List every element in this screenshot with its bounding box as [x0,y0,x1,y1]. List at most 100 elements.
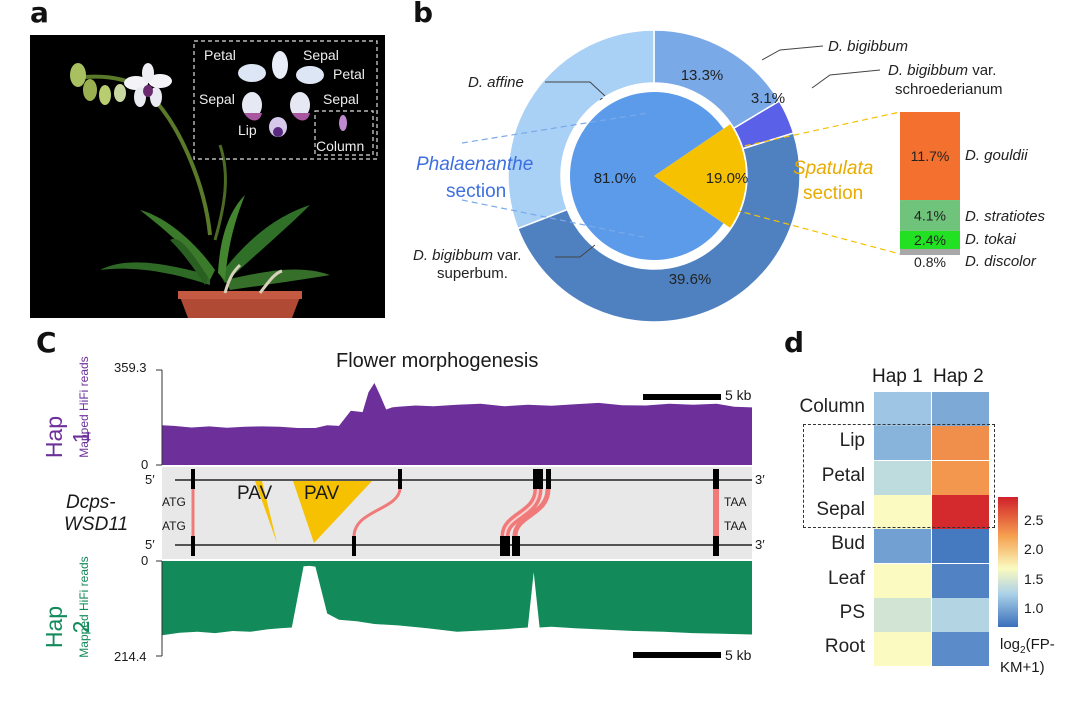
heatmap-row-label-2: Petal [821,464,865,486]
exon-hap1-5 [713,469,719,489]
taa-hap2: TAA [724,519,747,533]
hap1-ylabel: Mapped HiFi reads [77,356,91,458]
label-gouldii: D. gouldii [965,147,1028,164]
pav-label-1: PAV [237,483,273,504]
panel-label-a: a [30,0,49,29]
heatmap-cell-4-0 [874,529,931,564]
bar-segment-label-1: 4.1% [914,207,946,223]
label-petal-2: Petal [333,66,365,82]
inner-slice-label-1: 19.0% [706,170,749,187]
link-4 [512,488,551,537]
panel-label-d: d [784,326,805,359]
scalebar-hap1 [643,394,721,400]
label-petal-1: Petal [204,47,236,63]
exon-hap1-1 [191,469,195,489]
hap2-ytick-bottom: 214.4 [114,649,147,664]
gene-name-line1: Dcps- [66,492,116,513]
label-tokai: D. tokai [965,231,1016,248]
heatmap-row-label-4: Bud [831,533,865,555]
outer-slice-label-2: 39.6% [669,271,712,288]
label-lip: Lip [238,122,257,138]
heatmap-cell-3-1 [932,494,989,529]
label-sepal-3: Sepal [323,91,359,107]
heatmap-col-hap1: Hap 1 [872,366,923,387]
heatmap-cell-3-0 [874,494,931,529]
colorbar-tick-3: 1.0 [1024,600,1044,617]
label-schro-var: var. [968,62,997,79]
label-phalaenanthe: Phalaenanthe [416,154,534,175]
heatmap-cell-6-0 [874,597,931,632]
heatmap-row-label-6: PS [839,601,865,623]
heatmap-highlight-box [803,424,995,528]
heatmap-cell-1-0 [874,426,931,461]
heatmap-row-label-5: Leaf [828,567,865,589]
heatmap-cell-5-0 [874,563,931,598]
heatmap-row-label-0: Column [799,396,865,417]
cb-label-fp: (FP- [1025,636,1055,653]
hap2-ylabel: Mapped HiFi reads [77,556,91,658]
heatmap-cell-7-1 [932,632,989,667]
heatmap-cell-1-1 [932,426,989,461]
exon-hap1-4 [546,469,551,489]
connector-phal-bottom [461,199,649,239]
track-title: Flower morphogenesis [336,350,539,372]
bar-segment-label-3: 0.8% [914,254,946,270]
leader-superbum [555,244,596,258]
leader-schro [811,69,881,89]
atg-hap1: ATG [162,495,186,509]
hap1-area-path [162,383,752,465]
label-sepal-2: Sepal [199,91,235,107]
heatmap-cell-7-0 [874,632,931,667]
heatmap-cell-0-1 [932,392,989,426]
exon-hap2-5 [713,536,719,556]
orchid-photo [30,35,385,318]
heatmap-cell-4-1 [932,529,989,564]
leader-affine [545,81,606,97]
exon-hap1-3 [533,469,543,489]
outer-slice-label-0: 13.3% [681,67,724,84]
connector-spat-bottom [734,209,901,255]
label-discolor: D. discolor [965,253,1036,270]
heatmap-cell-2-0 [874,460,931,495]
cb-label-log: log [1000,636,1021,653]
panel-label-c: C [36,326,57,359]
label-superbum-var: var. [493,247,522,264]
label-sepal-1: Sepal [303,47,339,63]
pav-label-2: PAV [304,483,340,504]
inner-slice-label-0: 81.0% [594,170,637,187]
pie-chart-b: 13.3%3.1%39.6%25.0% 81.0%19.0% 11.7%4.1%… [461,30,960,323]
taa-hap1: TAA [724,495,747,509]
hap1-ytick-top: 359.3 [114,360,147,375]
label-superbum-line1: D. bigibbum var. [413,247,521,264]
colorbar-tick-0: 2.5 [1024,511,1044,528]
label-schro-line1: D. bigibbum var. [888,62,996,79]
atg-hap2: ATG [162,519,186,533]
bar-segment-label-2: 2.4% [914,232,946,248]
label-superbum-species: D. bigibbum [413,247,494,264]
colorbar [998,497,1018,627]
exon-hap2-3 [500,536,510,556]
link-2 [352,488,402,537]
label-phalaenanthe-section: section [446,181,507,202]
label-column: Column [316,138,365,154]
label-spatulata-section: section [803,183,864,204]
label-affine: D. affine [468,74,524,91]
connector-phal-top [461,112,649,144]
label-schro-line2: schroederianum [895,81,1003,98]
heatmap-row-label-7: Root [824,636,865,658]
hap1-five-prime: 5′ [145,472,155,487]
heatmap-row-label-3: Sepal [816,498,865,520]
hap2-three-prime: 3′ [755,537,765,552]
heatmap-cell-5-1 [932,563,989,598]
genome-track-c [156,369,752,658]
inner-slice-0 [570,92,724,261]
colorbar-tick-1: 2.0 [1024,541,1044,558]
scalebar-hap2-label: 5 kb [725,647,752,663]
hap2-ytick-top: 0 [141,553,149,568]
heatmap-cell-0-0 [874,392,931,426]
hap2-area-path [162,561,752,636]
bar-segment-2 [900,230,960,249]
leader-bigibbum [761,45,824,61]
pav-large [293,481,372,543]
hap1-three-prime: 3′ [755,472,765,487]
